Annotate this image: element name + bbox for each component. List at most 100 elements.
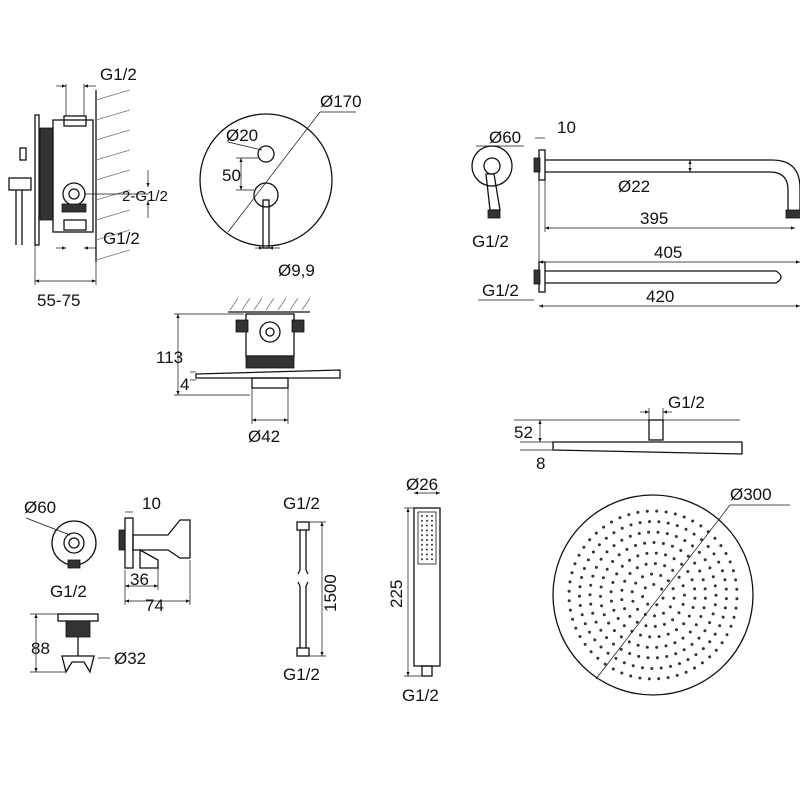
nozzle-dot — [725, 633, 729, 637]
nozzle-dot — [594, 620, 598, 624]
nozzle-dot — [657, 520, 661, 524]
nozzle-dot — [599, 645, 603, 649]
nozzle-dot — [627, 640, 631, 644]
nozzle-dot — [686, 570, 690, 573]
nozzle-dot — [630, 629, 634, 633]
hand-nozzle-dot — [431, 543, 433, 546]
hand-nozzle-dot — [421, 539, 423, 541]
nozzle-dot — [731, 569, 735, 573]
nozzle-dot — [671, 618, 675, 622]
nozzle-dot — [574, 626, 578, 630]
nozzle-dot — [612, 544, 616, 548]
nozzle-dot — [629, 523, 633, 527]
nozzle-dot — [641, 575, 644, 579]
nozzle-dot — [735, 587, 739, 591]
nozzle-dot — [583, 642, 587, 646]
nozzle-dot — [639, 633, 642, 637]
rain-head-side-view: G1/2 52 8 — [514, 393, 743, 473]
hand-shower: Ø26 225 G1/2 — [387, 475, 441, 705]
shower-hose: G1/2 1500 G1/2 — [283, 494, 340, 684]
nozzle-dot — [647, 530, 651, 534]
nozzle-dot — [605, 636, 609, 640]
nozzle-dot — [698, 569, 702, 573]
nozzle-dot — [636, 510, 640, 514]
nozzle-dot — [682, 648, 686, 652]
nozzle-dot — [606, 651, 610, 655]
hand-nozzle-dot — [421, 558, 423, 561]
hand-nozzle-dot — [426, 515, 428, 517]
nozzle-dot — [589, 650, 593, 654]
straight-arm-thread-label: G1/2 — [482, 281, 519, 300]
nozzle-dot — [617, 553, 621, 557]
nozzle-dot — [672, 596, 676, 600]
nozzle-dot — [708, 655, 712, 659]
hand-nozzle-dot — [421, 534, 423, 537]
nozzle-dot — [679, 549, 683, 552]
nozzle-dot — [681, 636, 685, 640]
nozzle-dot — [655, 509, 659, 513]
nozzle-dot — [664, 644, 668, 648]
hand-nozzle-dot — [421, 529, 423, 532]
nozzle-dot — [594, 565, 598, 569]
nozzle-dot — [724, 597, 728, 601]
nozzle-dot — [656, 530, 660, 534]
nozzle-dot — [655, 603, 659, 607]
hand-nozzle-dot — [421, 553, 423, 556]
nozzle-dot — [666, 521, 670, 525]
nozzle-dot — [594, 531, 598, 535]
nozzle-dot — [611, 667, 615, 671]
nozzle-dot — [694, 653, 698, 657]
nozzle-dot — [620, 526, 624, 530]
hose-length-label: 1500 — [321, 574, 340, 612]
nozzle-dot — [701, 647, 705, 651]
hand-nozzle-dot — [431, 548, 433, 551]
nozzle-dot — [703, 629, 707, 633]
hand-nozzle-dot — [426, 543, 428, 546]
nozzle-dot — [687, 614, 691, 618]
nozzle-dot — [680, 562, 684, 566]
nozzle-dot — [714, 648, 718, 652]
nozzle-dot — [662, 611, 665, 615]
nozzle-dot — [605, 550, 609, 554]
nozzle-dot — [677, 575, 681, 579]
nozzle-dot — [659, 666, 663, 670]
nozzle-dot — [634, 544, 637, 547]
nozzle-dot — [620, 598, 624, 602]
nozzle-dot — [612, 629, 616, 633]
arm-tube-diameter-label: Ø22 — [618, 177, 650, 196]
nozzle-dot — [666, 579, 670, 583]
nozzle-dot — [691, 519, 695, 523]
nozzle-dot — [720, 569, 724, 573]
nozzle-dot — [703, 558, 707, 562]
nozzle-dot — [711, 575, 715, 579]
nozzle-dot — [599, 585, 603, 589]
nozzle-dot — [734, 578, 738, 582]
nozzle-dot — [703, 587, 707, 591]
nozzle-dot — [596, 656, 600, 660]
nozzle-dot — [721, 615, 725, 619]
nozzle-dot — [655, 656, 659, 660]
nozzle-dot — [643, 541, 647, 545]
rain-head-height-label: 52 — [514, 423, 533, 442]
nozzle-dot — [637, 654, 641, 658]
nozzle-dot — [644, 624, 648, 628]
nozzle-dot — [609, 590, 613, 594]
plate-thickness-label: 4 — [180, 375, 189, 394]
nozzle-dot — [571, 617, 575, 621]
hand-nozzle-dot — [421, 543, 423, 546]
mixer-side-thread-label: 2-G1/2 — [122, 188, 168, 205]
nozzle-dot — [600, 604, 604, 608]
hand-nozzle-dot — [426, 553, 428, 556]
rain-head-top-view: Ø300 — [552, 485, 790, 696]
nozzle-dot — [628, 652, 632, 655]
nozzle-dot — [723, 606, 727, 610]
hand-nozzle-dot — [431, 553, 433, 556]
nozzle-dot — [580, 576, 584, 579]
hand-shower-length-label: 225 — [387, 580, 406, 608]
nozzle-dot — [630, 590, 634, 594]
hand-nozzle-dot — [426, 558, 428, 561]
nozzle-dot — [638, 521, 642, 525]
outlet-thread-label: G1/2 — [50, 582, 87, 601]
nozzle-dot — [644, 562, 648, 566]
mixer-depth-label: 55-75 — [37, 291, 80, 310]
